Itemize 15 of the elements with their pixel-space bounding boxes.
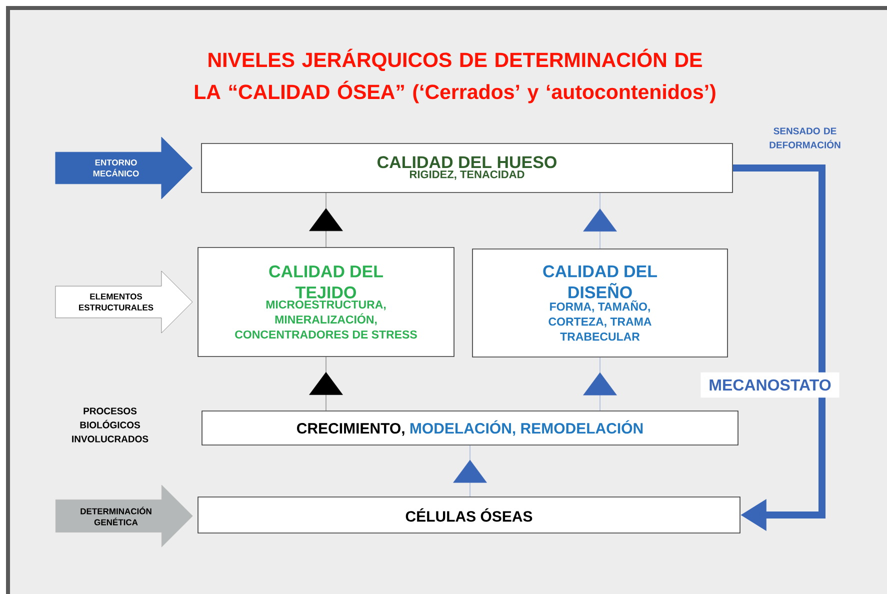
triangle-arrow [309,356,343,411]
edge-label: MECANOSTATO [700,372,840,398]
process-box: CÉLULAS ÓSEAS [198,496,740,534]
triangle-arrow [583,192,617,249]
process-box: CRECIMIENTO, MODELACIÓN, REMODELACIÓN [202,410,738,446]
title: NIVELES JERÁRQUICOS DE DETERMINACIÓN DE LA “CALIDAD ÓSEA” (‘Cerrados’ y ‘autocontenidos’) [194,48,716,104]
process-box: CALIDAD DEL TEJIDO MICROESTRUCTURA, MINERALIZACIÓN, CONCENTRADORES DE STRESS [198,247,454,357]
triangle-arrow [583,357,617,411]
process-box: CALIDAD DEL DISEÑO FORMA, TAMAÑO, CORTEZA, TRAMA TRABECULAR [472,248,728,358]
side-label: PROCESOS BIOLÓGICOS INVOLUCRADOS [72,408,148,442]
triangle-arrow [309,192,343,248]
triangle-arrow [453,445,487,497]
process-box: CALIDAD DEL HUESO RIGIDEZ, TENACIDAD [201,143,733,193]
side-label: SENSADO DE DEFORMACIÓN [770,128,840,148]
feedback-arrow [732,164,826,531]
